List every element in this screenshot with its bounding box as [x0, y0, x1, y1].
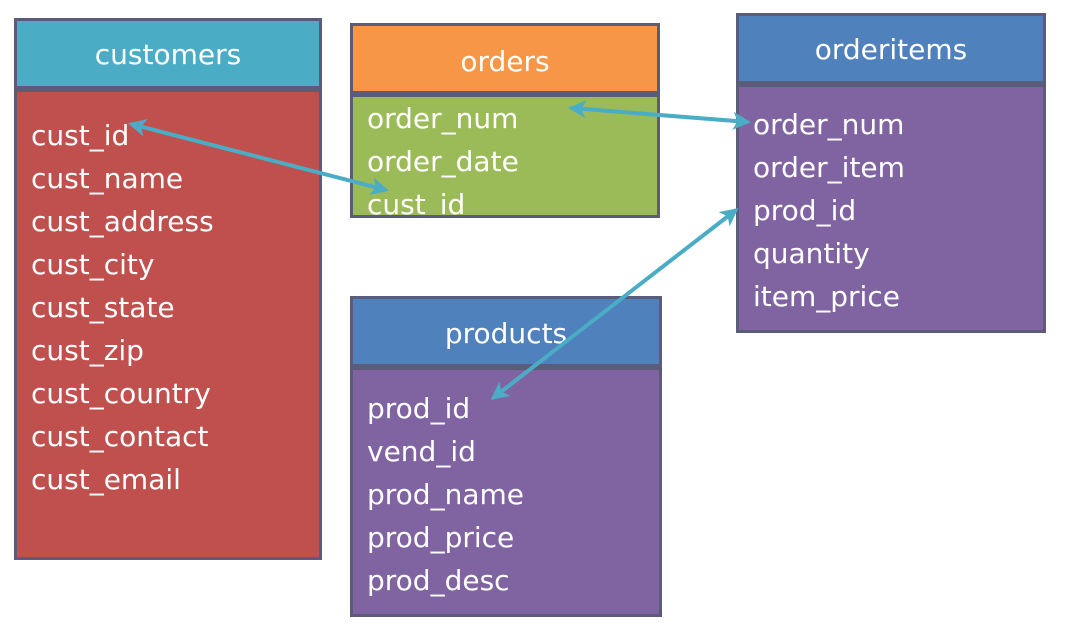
customers-field-cust-state: cust_state	[31, 291, 175, 324]
orders-field-order-date: order_date	[367, 145, 519, 178]
products-field-vend-id: vend_id	[367, 435, 476, 468]
customers-field-cust-name: cust_name	[31, 162, 184, 195]
customers-field-cust-email: cust_email	[31, 463, 181, 496]
orderitems-field-order-num: order_num	[753, 108, 905, 141]
orderitems-field-quantity: quantity	[753, 237, 870, 270]
products-field-prod-price: prod_price	[367, 521, 515, 554]
customers-table: customers cust_id cust_name cust_address…	[14, 18, 322, 560]
orders-field-order-num: order_num	[367, 102, 519, 135]
orderitems-field-prod-id: prod_id	[753, 194, 857, 227]
products-table-title: products	[350, 296, 662, 367]
products-field-prod-name: prod_name	[367, 478, 524, 511]
orderitems-field-item-price: item_price	[753, 280, 900, 313]
customers-field-cust-address: cust_address	[31, 205, 214, 238]
customers-field-cust-zip: cust_zip	[31, 334, 144, 367]
customers-field-cust-contact: cust_contact	[31, 420, 209, 453]
customers-field-cust-id: cust_id	[31, 119, 130, 152]
orderitems-field-list: order_num order_item prod_id quantity it…	[736, 84, 1046, 333]
customers-field-cust-city: cust_city	[31, 248, 155, 281]
products-field-prod-desc: prod_desc	[367, 564, 510, 597]
customers-table-title: customers	[14, 18, 322, 89]
orderitems-table-title: orderitems	[736, 13, 1046, 84]
customers-field-cust-country: cust_country	[31, 377, 211, 410]
products-field-prod-id: prod_id	[367, 392, 471, 425]
orders-table: orders order_num order_date cust_id	[350, 23, 660, 221]
orders-field-list: order_num order_date cust_id	[350, 94, 660, 221]
orderitems-table: orderitems order_num order_item prod_id …	[736, 13, 1046, 333]
products-table: products prod_id vend_id prod_name prod_…	[350, 296, 662, 617]
orders-field-cust-id: cust_id	[367, 188, 466, 221]
products-field-list: prod_id vend_id prod_name prod_price pro…	[350, 367, 662, 617]
orderitems-field-order-item: order_item	[753, 151, 905, 184]
customers-field-list: cust_id cust_name cust_address cust_city…	[14, 89, 322, 560]
orders-table-title: orders	[350, 23, 660, 94]
